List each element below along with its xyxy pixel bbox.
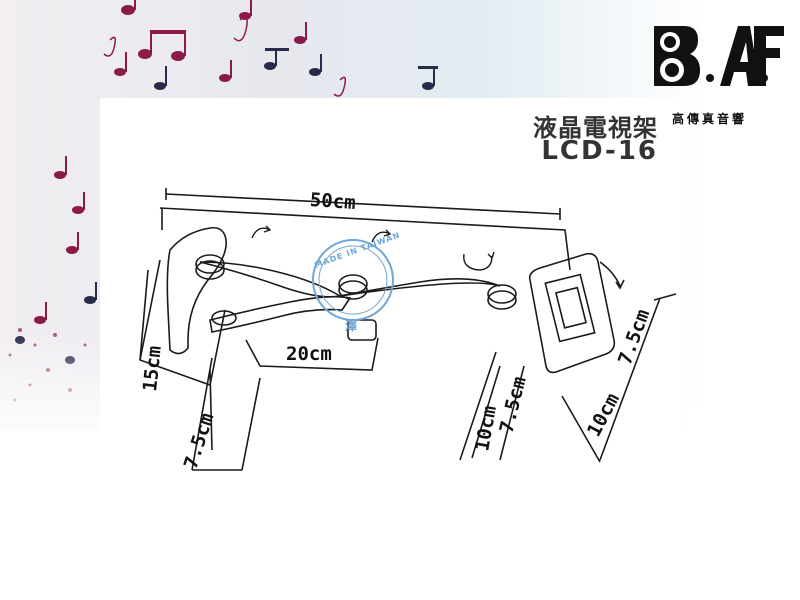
wall-plate-left — [166, 226, 227, 355]
pivot-joint-left — [195, 254, 225, 274]
brand-subtitle: 高傳真音響 — [672, 112, 748, 126]
rotate-arrow-3 — [463, 253, 493, 271]
product-title: 液晶電視架 — [533, 114, 658, 142]
product-model: LCD-16 — [541, 136, 658, 166]
stamp-mark: 澤 — [345, 318, 357, 333]
dim-label-left-depth: 7.5cm — [180, 410, 219, 471]
dim-label-left-height: 15cm — [139, 345, 166, 393]
speaker-logo-icon — [654, 26, 784, 86]
dim-label-arm-length: 20cm — [286, 343, 332, 365]
vesa-plate — [528, 252, 616, 374]
dim-line-right-side — [599, 297, 661, 461]
back-plane-outline — [159, 207, 571, 271]
dim-line-top — [165, 193, 561, 215]
dim-line-right-bottom — [561, 395, 601, 463]
pivot-joint-middle — [338, 274, 368, 294]
dim-line-right-height — [471, 365, 525, 461]
brand-logo: 高傳真音響 — [636, 22, 786, 126]
dim-line-left-height — [139, 259, 161, 361]
dim-label-right-height-inner: 7.5cm — [496, 374, 531, 435]
dim-line-arm — [245, 337, 379, 371]
arm-segment-3 — [209, 295, 352, 333]
arm-segment-2 — [339, 278, 501, 297]
pivot-joint-right — [487, 284, 517, 304]
lcd-mount-diagram: MADE IN TAIWAN 澤 50cm 20cm 15cm 7.5cm 10… — [139, 188, 677, 472]
dim-label-right-side: 7.5cm — [614, 306, 654, 367]
rotate-arrow-1 — [251, 227, 271, 239]
rotate-arrow-2 — [371, 231, 391, 243]
dim-label-overall-width: 50cm — [309, 189, 356, 214]
dim-line-left-depth — [191, 357, 261, 471]
dim-label-right-bottom: 10cm — [583, 390, 624, 441]
